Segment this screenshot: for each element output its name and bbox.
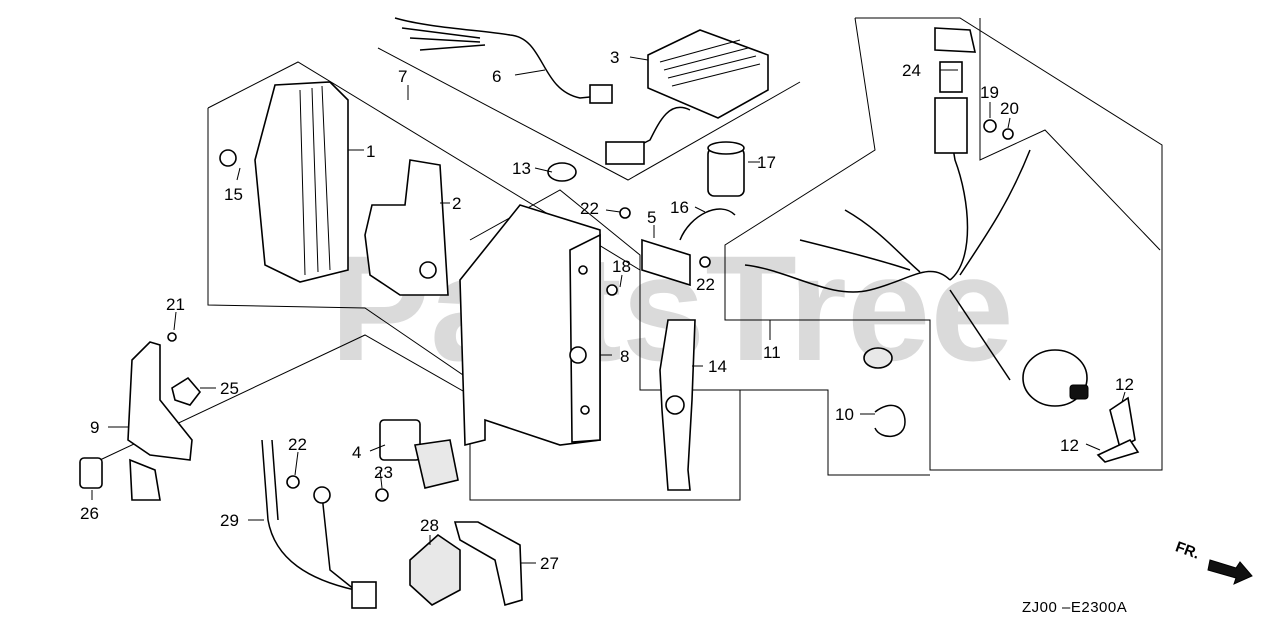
- part-16-wire: [679, 208, 736, 241]
- callout-labels: 1 2 3 4 5 6 7 8 9 10 11 12 12 13 14 15 1…: [80, 48, 1134, 573]
- callout-23: 23: [374, 463, 393, 482]
- callout-11: 11: [763, 343, 781, 362]
- callout-27: 27: [540, 554, 559, 573]
- callout-1: 1: [366, 142, 375, 161]
- callout-22-top: 22: [580, 199, 599, 218]
- callout-24: 24: [902, 61, 921, 80]
- callout-25: 25: [220, 379, 239, 398]
- part-9-bracket: [127, 341, 193, 501]
- part-24-fuse: [934, 27, 977, 93]
- callout-12-upper: 12: [1115, 375, 1134, 394]
- part-1-cover: [219, 81, 349, 283]
- part-8-control-box: [459, 204, 601, 447]
- callout-22-bottom: 22: [288, 435, 307, 454]
- part-12-keys: [1096, 396, 1140, 463]
- part-3-regulator: [605, 29, 769, 165]
- boundary-fuse: [979, 18, 1161, 251]
- callout-6: 6: [492, 67, 501, 86]
- direction-label: FR.: [1173, 538, 1202, 562]
- callout-16: 16: [670, 198, 689, 217]
- part-bolts: [167, 207, 711, 502]
- part-2-bracket: [364, 159, 449, 296]
- part-6-harness: [394, 17, 613, 104]
- boundary-bottom-left: [99, 334, 471, 461]
- callout-13: 13: [512, 159, 531, 178]
- callout-7: 7: [398, 67, 407, 86]
- callout-9: 9: [90, 418, 99, 437]
- part-17-capacitor: [707, 141, 745, 197]
- part-4-diode: [379, 419, 459, 489]
- boundary-left: [207, 108, 486, 391]
- part-25-clamp: [171, 376, 202, 406]
- callout-15: 15: [224, 185, 243, 204]
- callout-28: 28: [420, 516, 439, 535]
- callout-4: 4: [352, 443, 361, 462]
- boundary-top: [377, 47, 801, 181]
- callout-17: 17: [757, 153, 776, 172]
- callout-20: 20: [1000, 99, 1019, 118]
- part-5-plate: [641, 238, 691, 287]
- part-27-bracket: [453, 521, 523, 607]
- arrow-right-icon: [1207, 559, 1253, 585]
- part-14-bracket: [659, 319, 696, 491]
- reference-code: ZJ00 –E2300A: [1022, 599, 1127, 616]
- direction-indicator: FR.: [1173, 538, 1253, 585]
- callout-22-mid: 22: [696, 275, 715, 294]
- callout-26: 26: [80, 504, 99, 523]
- callout-14: 14: [708, 357, 727, 376]
- part-grommet: [863, 347, 893, 369]
- callout-2: 2: [452, 194, 461, 213]
- callout-5: 5: [647, 208, 656, 227]
- boundary-right: [724, 17, 1163, 471]
- callout-19: 19: [980, 83, 999, 102]
- callout-18: 18: [612, 257, 631, 276]
- part-19-nut: [983, 119, 997, 133]
- part-switch: [1022, 349, 1089, 407]
- callout-10: 10: [835, 405, 854, 424]
- boundary-left-top: [207, 61, 641, 271]
- part-10-clip: [874, 404, 906, 437]
- boundary-right-bottom: [740, 389, 930, 476]
- leader-lines: [91, 56, 1126, 564]
- part-20-nut: [1002, 128, 1014, 140]
- callout-3: 3: [610, 48, 619, 67]
- callout-12-lower: 12: [1060, 436, 1079, 455]
- callout-29: 29: [220, 511, 239, 530]
- part-29-harness: [261, 439, 377, 609]
- part-11-harness: [744, 97, 1031, 381]
- part-26-clip: [79, 457, 103, 489]
- part-13-clip: [547, 162, 577, 182]
- callout-21: 21: [166, 295, 185, 314]
- callout-8: 8: [620, 347, 629, 366]
- part-28-heatsink: [409, 533, 461, 606]
